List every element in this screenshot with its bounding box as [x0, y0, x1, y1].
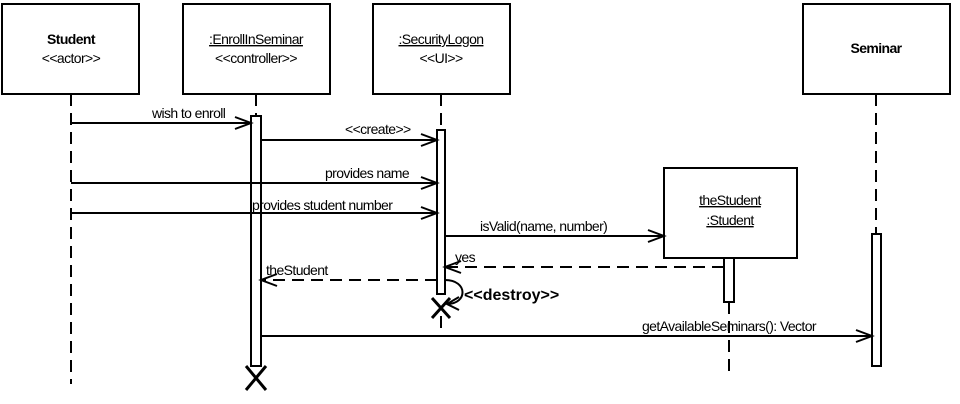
message-is-valid-label: isValid(name, number) — [480, 218, 607, 234]
activation-security — [436, 129, 446, 295]
message-wish-to-enroll: wish to enroll — [71, 105, 254, 130]
participant-security-stereotype: <<UI>> — [419, 50, 463, 66]
message-get-available-seminars: getAvailableSeminars(): Vector — [261, 318, 875, 343]
participant-thestudent-name-line2: :Student — [706, 212, 754, 228]
activation-enroll — [250, 115, 262, 367]
return-yes: yes — [442, 249, 724, 274]
message-is-valid: isValid(name, number) — [445, 218, 667, 243]
participant-student: Student <<actor>> — [1, 3, 140, 95]
participant-enroll-stereotype: <<controller>> — [215, 50, 297, 66]
participant-student-name: Student — [47, 31, 96, 47]
participant-seminar: Seminar — [802, 3, 951, 95]
activation-seminar — [871, 233, 882, 367]
destroy-x-enroll — [244, 365, 268, 391]
participant-security-name: :SecurityLogon — [399, 31, 484, 47]
participant-student-stereotype: <<actor>> — [42, 50, 101, 66]
message-provides-student-number: provides student number — [71, 197, 440, 220]
message-destroy: <<destroy>> — [444, 279, 559, 311]
participant-enroll-name: :EnrollInSeminar — [209, 31, 304, 47]
message-wish-to-enroll-label: wish to enroll — [151, 105, 226, 121]
activation-thestudent — [723, 257, 735, 303]
return-the-student: theStudent — [258, 262, 437, 287]
message-create-label: <<create>> — [345, 121, 411, 137]
participant-thestudent-name-line1: theStudent — [699, 192, 761, 208]
message-get-available-label: getAvailableSeminars(): Vector — [642, 318, 817, 334]
participant-enroll-in-seminar: :EnrollInSeminar <<controller>> — [182, 3, 331, 95]
message-provides-name-label: provides name — [325, 165, 410, 181]
participant-thestudent: theStudent :Student — [663, 167, 798, 259]
message-destroy-label: <<destroy>> — [464, 287, 559, 304]
message-provides-name: provides name — [71, 165, 440, 190]
return-yes-label: yes — [455, 249, 476, 265]
destroy-x-security — [430, 296, 452, 320]
return-the-student-label: theStudent — [266, 262, 328, 278]
message-provides-number-label: provides student number — [252, 197, 393, 213]
participant-seminar-name: Seminar — [850, 40, 902, 56]
participant-security-logon: :SecurityLogon <<UI>> — [372, 3, 511, 95]
message-create: <<create>> — [261, 121, 440, 147]
